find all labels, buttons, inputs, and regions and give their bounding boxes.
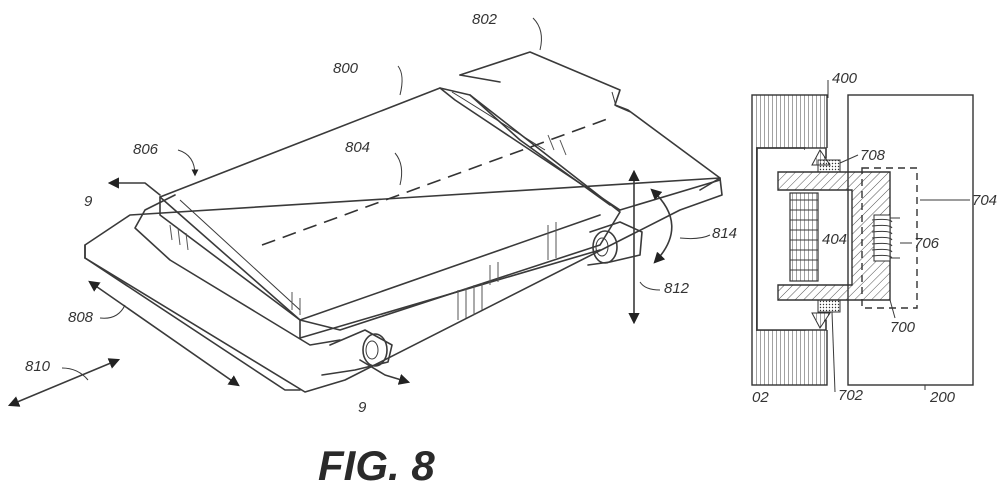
label-702: 702: [838, 387, 864, 404]
section-arrow-9-bottom: [359, 359, 411, 385]
label-9-bottom: 9: [358, 399, 367, 416]
label-804: 804: [345, 139, 370, 156]
leader-708: [839, 154, 859, 164]
label-708: 708: [860, 147, 886, 164]
body-block: [134, 87, 621, 346]
label-812: 812: [664, 280, 690, 297]
label-704: 704: [972, 192, 997, 209]
leader-804: [394, 152, 403, 186]
reference-labels: 802 800 804 806 9 808 810 9 814 812 400 …: [25, 11, 997, 416]
label-404: 404: [822, 231, 847, 248]
leader-812: [639, 281, 661, 291]
label-400: 400: [832, 70, 858, 87]
magnet-404: [789, 192, 819, 282]
pad-708-bottom: [817, 299, 841, 313]
hinge-pin-rear: [587, 221, 643, 266]
leader-808: [99, 304, 126, 319]
label-02: 02: [752, 389, 769, 406]
leader-800: [397, 65, 403, 96]
band-assembly-drawing: [7, 17, 723, 407]
label-808: 808: [68, 309, 94, 326]
figure-caption: FIG. 8: [318, 442, 435, 489]
label-802: 802: [472, 11, 498, 28]
leader-802: [532, 17, 542, 51]
centerline-804: [261, 117, 611, 246]
enclosure-704: [861, 167, 918, 309]
leader-700: [889, 299, 896, 319]
label-700: 700: [890, 319, 916, 336]
hinge-pin-front: [321, 329, 393, 376]
label-814: 814: [712, 225, 737, 242]
leader-810: [61, 367, 89, 381]
cross-section-drawing: [751, 80, 974, 393]
leader-814: [679, 234, 711, 240]
leader-702: [831, 311, 836, 393]
label-810: 810: [25, 358, 51, 375]
coil-706: [871, 214, 900, 262]
arrow-808: [88, 280, 240, 387]
label-706: 706: [914, 235, 940, 252]
leader-806: [177, 149, 199, 177]
label-200: 200: [929, 389, 956, 406]
label-9-top: 9: [84, 193, 93, 210]
label-800: 800: [333, 60, 359, 77]
section-arrow-9-top: [107, 177, 161, 196]
pad-708-top: [817, 159, 841, 173]
pivot-bottom: [811, 312, 831, 329]
surface-shading: [169, 134, 567, 320]
arrow-814: [650, 188, 673, 264]
label-806: 806: [133, 141, 159, 158]
